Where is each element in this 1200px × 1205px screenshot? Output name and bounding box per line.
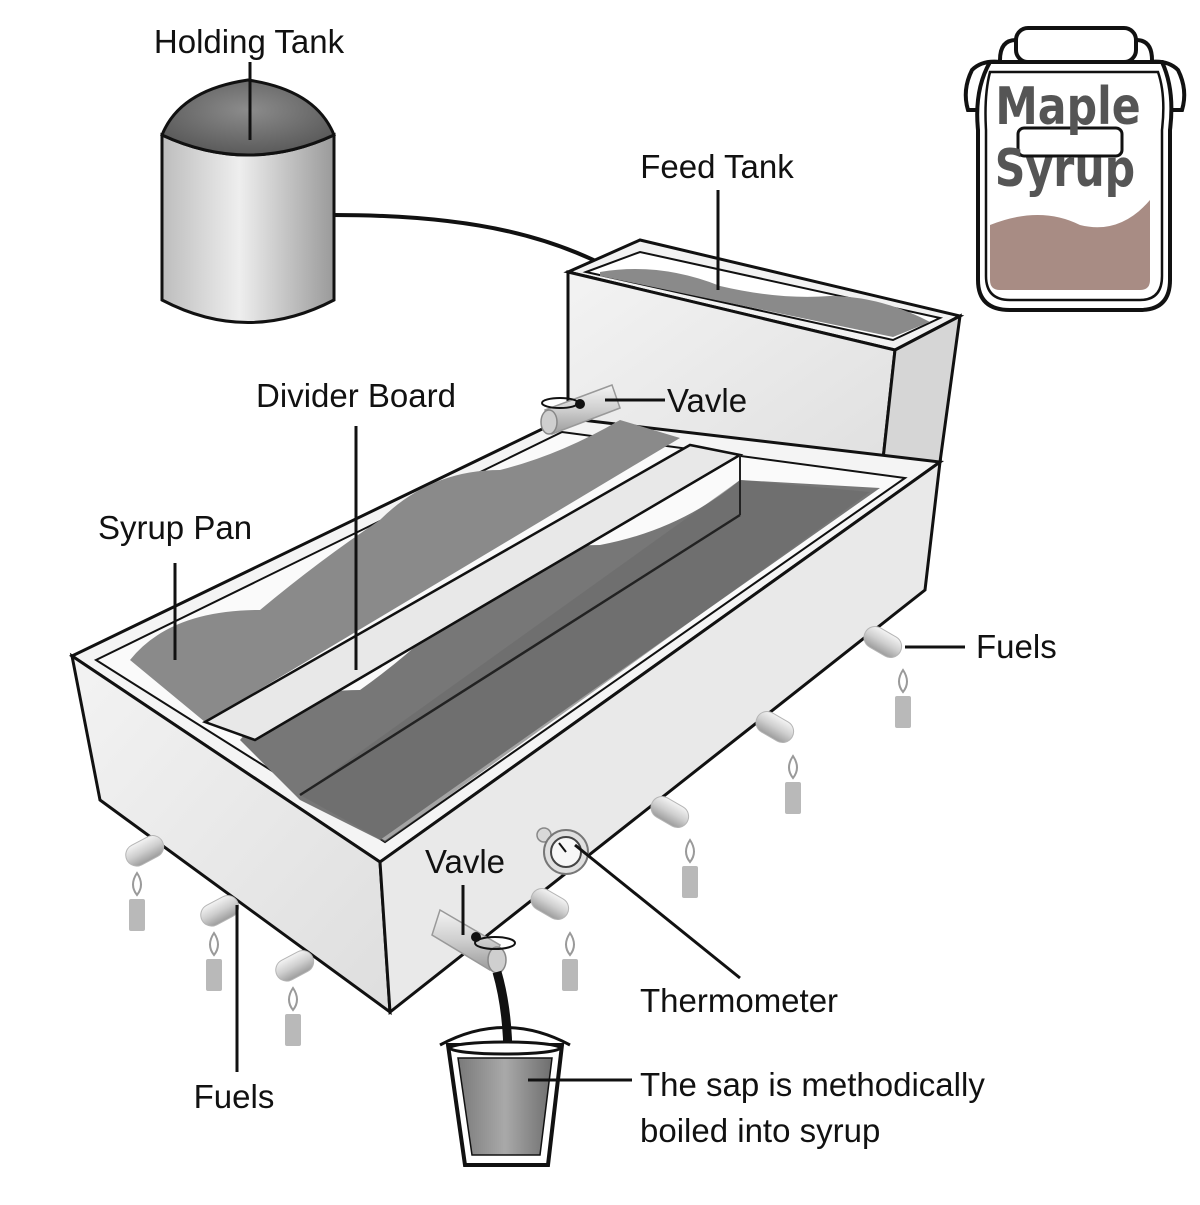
candle-icon bbox=[206, 959, 222, 991]
jar-label-line1: Maple bbox=[995, 77, 1140, 137]
fuel-burner bbox=[200, 895, 240, 991]
flame-icon bbox=[565, 931, 575, 957]
candle-icon bbox=[129, 899, 145, 931]
label-sap-line2: boiled into syrup bbox=[640, 1112, 880, 1149]
flame-icon bbox=[209, 931, 219, 957]
label-holding-tank: Holding Tank bbox=[154, 23, 345, 60]
thermometer bbox=[536, 827, 589, 875]
label-syrup-pan: Syrup Pan bbox=[98, 509, 252, 546]
flame-icon bbox=[685, 838, 695, 864]
flame-icon bbox=[788, 754, 798, 780]
candle-icon bbox=[785, 782, 801, 814]
fuel-burners bbox=[125, 626, 911, 1046]
flame-icon bbox=[132, 871, 142, 897]
valve-bottom bbox=[431, 908, 516, 974]
maple-syrup-jar: Maple Syrup bbox=[963, 26, 1187, 312]
label-thermometer: Thermometer bbox=[640, 982, 838, 1019]
label-valve-top: Vavle bbox=[667, 382, 747, 419]
fuel-burner bbox=[650, 796, 698, 898]
syrup-pan bbox=[68, 416, 945, 1016]
label-sap-line1: The sap is methodically bbox=[640, 1066, 985, 1103]
holding-tank bbox=[160, 78, 336, 324]
sap-bucket bbox=[439, 970, 571, 1167]
valve-top bbox=[540, 384, 621, 435]
candle-icon bbox=[682, 866, 698, 898]
label-valve-bottom: Vavle bbox=[425, 843, 505, 880]
label-feed-tank: Feed Tank bbox=[640, 148, 794, 185]
label-fuels-right: Fuels bbox=[976, 628, 1057, 665]
leader-thermometer bbox=[574, 843, 741, 980]
candle-icon bbox=[562, 959, 578, 991]
fuel-burner bbox=[863, 626, 911, 728]
flame-icon bbox=[898, 668, 908, 694]
syrup-fill bbox=[990, 200, 1150, 290]
fuel-burner bbox=[530, 888, 578, 991]
flame-icon bbox=[288, 986, 298, 1012]
fuel-burner bbox=[125, 835, 165, 931]
candle-icon bbox=[895, 696, 911, 728]
label-fuels-left: Fuels bbox=[194, 1078, 275, 1115]
label-divider-board: Divider Board bbox=[256, 377, 456, 414]
candle-icon bbox=[285, 1014, 301, 1046]
fuel-burner bbox=[275, 950, 315, 1046]
fuel-burner bbox=[755, 711, 801, 814]
leader-lines bbox=[173, 62, 965, 1082]
jar-label-line2: Syrup bbox=[995, 139, 1135, 199]
